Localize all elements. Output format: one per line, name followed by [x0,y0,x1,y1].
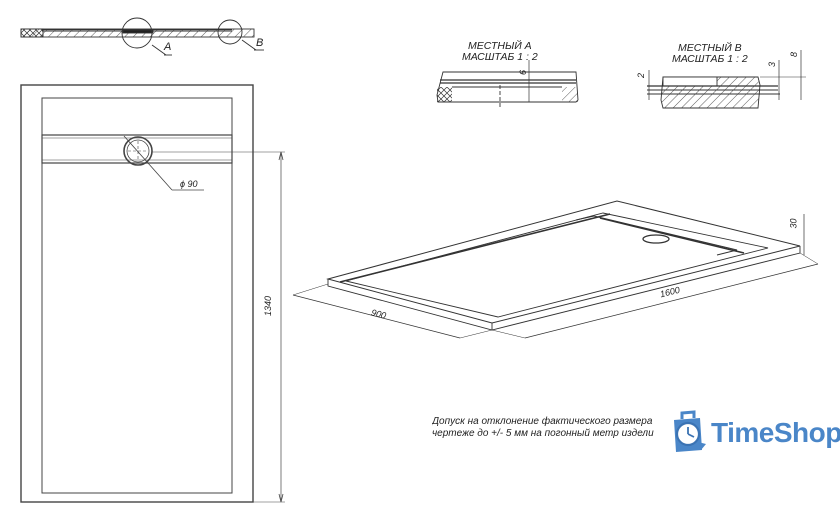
clock-bag-icon [674,410,706,452]
section-view [20,17,264,56]
plan-view [20,84,285,503]
detail-b-dimension-3: 3 [767,61,778,68]
iso-height-dimension: 30 [788,218,799,229]
detail-a-title-line1: МЕСТНЫЙ А [467,40,532,52]
detail-a-title: МЕСТНЫЙ А МАСШТАБ 1 : 2 [462,40,538,64]
isometric-view [292,200,819,339]
detail-b-title: МЕСТНЫЙ В МАСШТАБ 1 : 2 [672,42,748,66]
detail-b-drawing [647,50,806,109]
drain-outline [123,136,153,166]
logo-brand-text: TimeShop [711,417,840,448]
tolerance-note: Допуск на отклонение фактического размер… [432,416,654,439]
detail-b-title-line1: МЕСТНЫЙ В [677,42,742,54]
detail-b-dimension-2: 2 [636,72,647,79]
callout-circle-b [217,19,243,45]
callout-label-b: B [256,37,264,49]
detail-a-title-line2: МАСШТАБ 1 : 2 [462,51,538,64]
detail-a-drawing [436,60,579,108]
tolerance-note-line1: Допуск на отклонение фактического размер… [432,416,653,427]
callout-circle-a [121,17,153,49]
drain-diameter-label: ϕ 90 [180,179,198,189]
plan-length-dimension: 1340 [263,295,273,316]
detail-b-dimension-8: 8 [789,51,800,58]
callout-label-a: A [164,41,172,53]
timeshop-logo: TimeShop [668,410,840,458]
detail-a-dimension: 6 [518,69,529,76]
detail-b-title-line2: МАСШТАБ 1 : 2 [672,53,748,66]
tolerance-note-line2: чертеже до +/- 5 мм на погонный метр изд… [432,427,654,439]
